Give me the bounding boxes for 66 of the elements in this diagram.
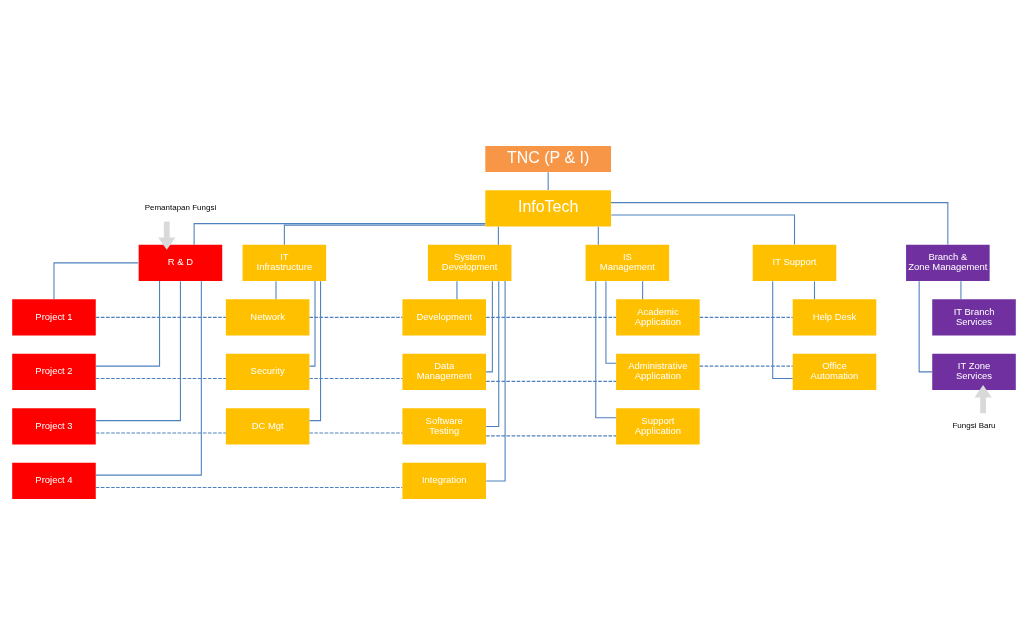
connector <box>485 280 493 372</box>
arrow <box>974 384 992 413</box>
node-box: IT Infrastructure <box>242 244 327 281</box>
connector <box>699 365 794 367</box>
node-box: System Development <box>427 244 512 281</box>
connector <box>485 380 617 382</box>
connector <box>309 280 322 421</box>
connector <box>642 280 644 300</box>
connector <box>605 280 617 364</box>
node-box: Project 1 <box>12 298 96 336</box>
connector <box>95 280 181 421</box>
connector <box>597 225 599 245</box>
node-box: R & D <box>138 244 223 281</box>
node-box: DC Mgt <box>225 407 310 445</box>
connector <box>308 377 403 379</box>
node-box: Software Testing <box>402 407 486 445</box>
connector <box>595 280 617 418</box>
node-box: Academic Application <box>616 298 700 336</box>
node-box: Development <box>402 298 486 336</box>
connector <box>95 280 161 367</box>
node-box: IT Branch Services <box>932 298 1016 336</box>
connector <box>283 224 486 245</box>
connector <box>813 280 816 300</box>
connector <box>485 434 617 436</box>
node-box: IT Zone Services <box>932 353 1016 390</box>
connector <box>699 316 794 318</box>
connector <box>309 280 316 367</box>
node-box: InfoTech <box>485 189 611 227</box>
node-box: Office Automation <box>792 353 877 390</box>
connector <box>456 280 458 300</box>
connector <box>95 431 227 433</box>
connector <box>308 316 403 318</box>
node-box: Integration <box>402 462 486 499</box>
connector <box>95 486 403 488</box>
connector <box>308 431 403 433</box>
connector <box>547 171 549 191</box>
node-box: Project 3 <box>12 407 96 445</box>
node-box: Data Management <box>402 353 486 390</box>
node-text: Pemantapan Fungsi <box>144 202 217 212</box>
connector <box>485 280 506 481</box>
node-box: IT Support <box>752 244 837 281</box>
node-box: Security <box>225 353 310 390</box>
connector <box>485 280 500 427</box>
node-box: IS Management <box>585 244 670 281</box>
node-box: Administrative Application <box>616 353 700 390</box>
connector <box>772 280 794 379</box>
node-box: Project 4 <box>12 462 96 499</box>
connector <box>960 280 962 300</box>
connector <box>275 280 277 300</box>
connector <box>497 225 499 245</box>
node-box: Network <box>225 298 310 336</box>
connector <box>610 201 949 245</box>
connector <box>193 222 486 245</box>
connector <box>95 280 202 476</box>
connector <box>95 316 227 318</box>
node-box: Project 2 <box>12 353 96 390</box>
node-text: Fungsi Baru <box>952 420 996 430</box>
connector <box>610 213 796 245</box>
connector <box>53 261 139 299</box>
connector <box>485 316 617 318</box>
node-box: TNC (P & I) <box>485 145 611 172</box>
connector <box>95 377 227 379</box>
node-box: Branch & Zone Management <box>906 244 990 281</box>
node-box: Help Desk <box>792 298 877 336</box>
arrow <box>158 221 176 250</box>
node-box: Support Application <box>616 407 700 445</box>
